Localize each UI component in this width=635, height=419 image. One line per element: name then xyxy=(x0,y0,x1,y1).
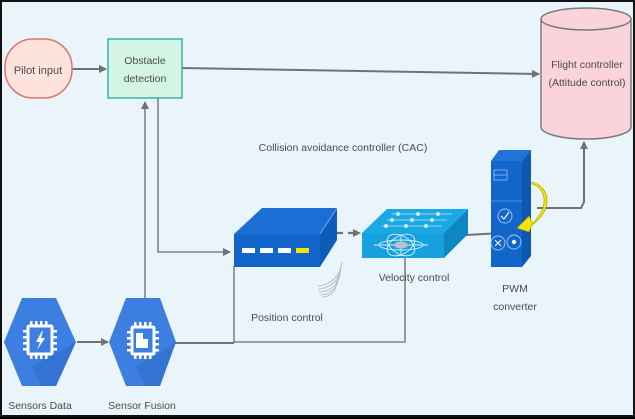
pwm-converter-label-line2: converter xyxy=(493,301,537,313)
position-control-led-3 xyxy=(278,248,291,253)
edge-pwm-to-flight-controller xyxy=(537,141,588,209)
node-velocity-control[interactable]: Velocity control xyxy=(362,209,468,284)
record-icon xyxy=(506,234,522,250)
node-pwm-converter[interactable]: PWM converter xyxy=(490,150,548,313)
velocity-control-side xyxy=(444,209,468,258)
node-sensors-data[interactable]: Sensors Data xyxy=(4,298,76,412)
pwm-converter-label-line1: PWM xyxy=(502,283,528,295)
wireless-signal-icon xyxy=(317,261,343,298)
sensor-fusion-label: Sensor Fusion xyxy=(108,400,176,412)
velocity-arrows-icon xyxy=(374,233,428,257)
close-icon xyxy=(490,235,506,251)
node-obstacle-detection[interactable]: Obstacle detection xyxy=(107,38,183,99)
edge-velocity-feedback xyxy=(234,257,406,343)
node-sensor-fusion[interactable]: Sensor Fusion xyxy=(108,298,176,412)
velocity-control-top xyxy=(362,209,468,233)
pwm-converter-front xyxy=(491,161,522,267)
pwm-converter-top xyxy=(491,150,531,161)
flight-controller-cylinder-top xyxy=(540,7,632,31)
node-flight-controller[interactable]: Flight controller (Attitude control) xyxy=(540,7,632,140)
velocity-grid-icon xyxy=(382,211,452,228)
obstacle-detection-label-line2: detection xyxy=(124,73,167,85)
flight-controller-label-line1: Flight controller xyxy=(551,59,623,71)
curved-arrow-icon xyxy=(516,181,548,233)
cac-title: Collision avoidance controller (CAC) xyxy=(259,142,428,154)
sensor-fusion-shadow xyxy=(136,342,176,386)
position-control-led-2 xyxy=(260,248,273,253)
node-position-control[interactable]: Position control xyxy=(234,207,343,324)
position-control-label: Position control xyxy=(251,312,323,324)
velocity-center-hub xyxy=(394,241,408,249)
pilot-input-label: Pilot input xyxy=(14,65,62,77)
position-control-side xyxy=(320,208,337,267)
obstacle-detection-shape xyxy=(107,38,183,99)
node-pilot-input[interactable]: Pilot input xyxy=(4,38,73,99)
position-control-led-4 xyxy=(296,248,309,253)
velocity-control-label: Velocity control xyxy=(379,272,450,284)
flight-controller-label-line2: (Attitude control) xyxy=(548,77,625,89)
chip-lightning-icon xyxy=(23,321,57,359)
connectors xyxy=(72,65,588,346)
pwm-converter-side xyxy=(522,150,531,267)
position-control-edge xyxy=(319,207,338,235)
check-icon xyxy=(497,208,513,224)
chip-fusion-icon xyxy=(127,322,159,359)
flight-controller-cylinder xyxy=(540,19,632,140)
edge-obstacle-to-flight-controller xyxy=(181,67,540,78)
pilot-input-shape xyxy=(4,38,73,99)
position-control-top xyxy=(234,208,337,234)
sensors-data-label: Sensors Data xyxy=(8,400,72,412)
position-control-led-1 xyxy=(242,248,255,253)
obstacle-detection-label-line1: Obstacle xyxy=(124,55,166,67)
edge-obstacle-to-position-control xyxy=(157,98,231,256)
sensors-data-shadow xyxy=(32,342,76,386)
